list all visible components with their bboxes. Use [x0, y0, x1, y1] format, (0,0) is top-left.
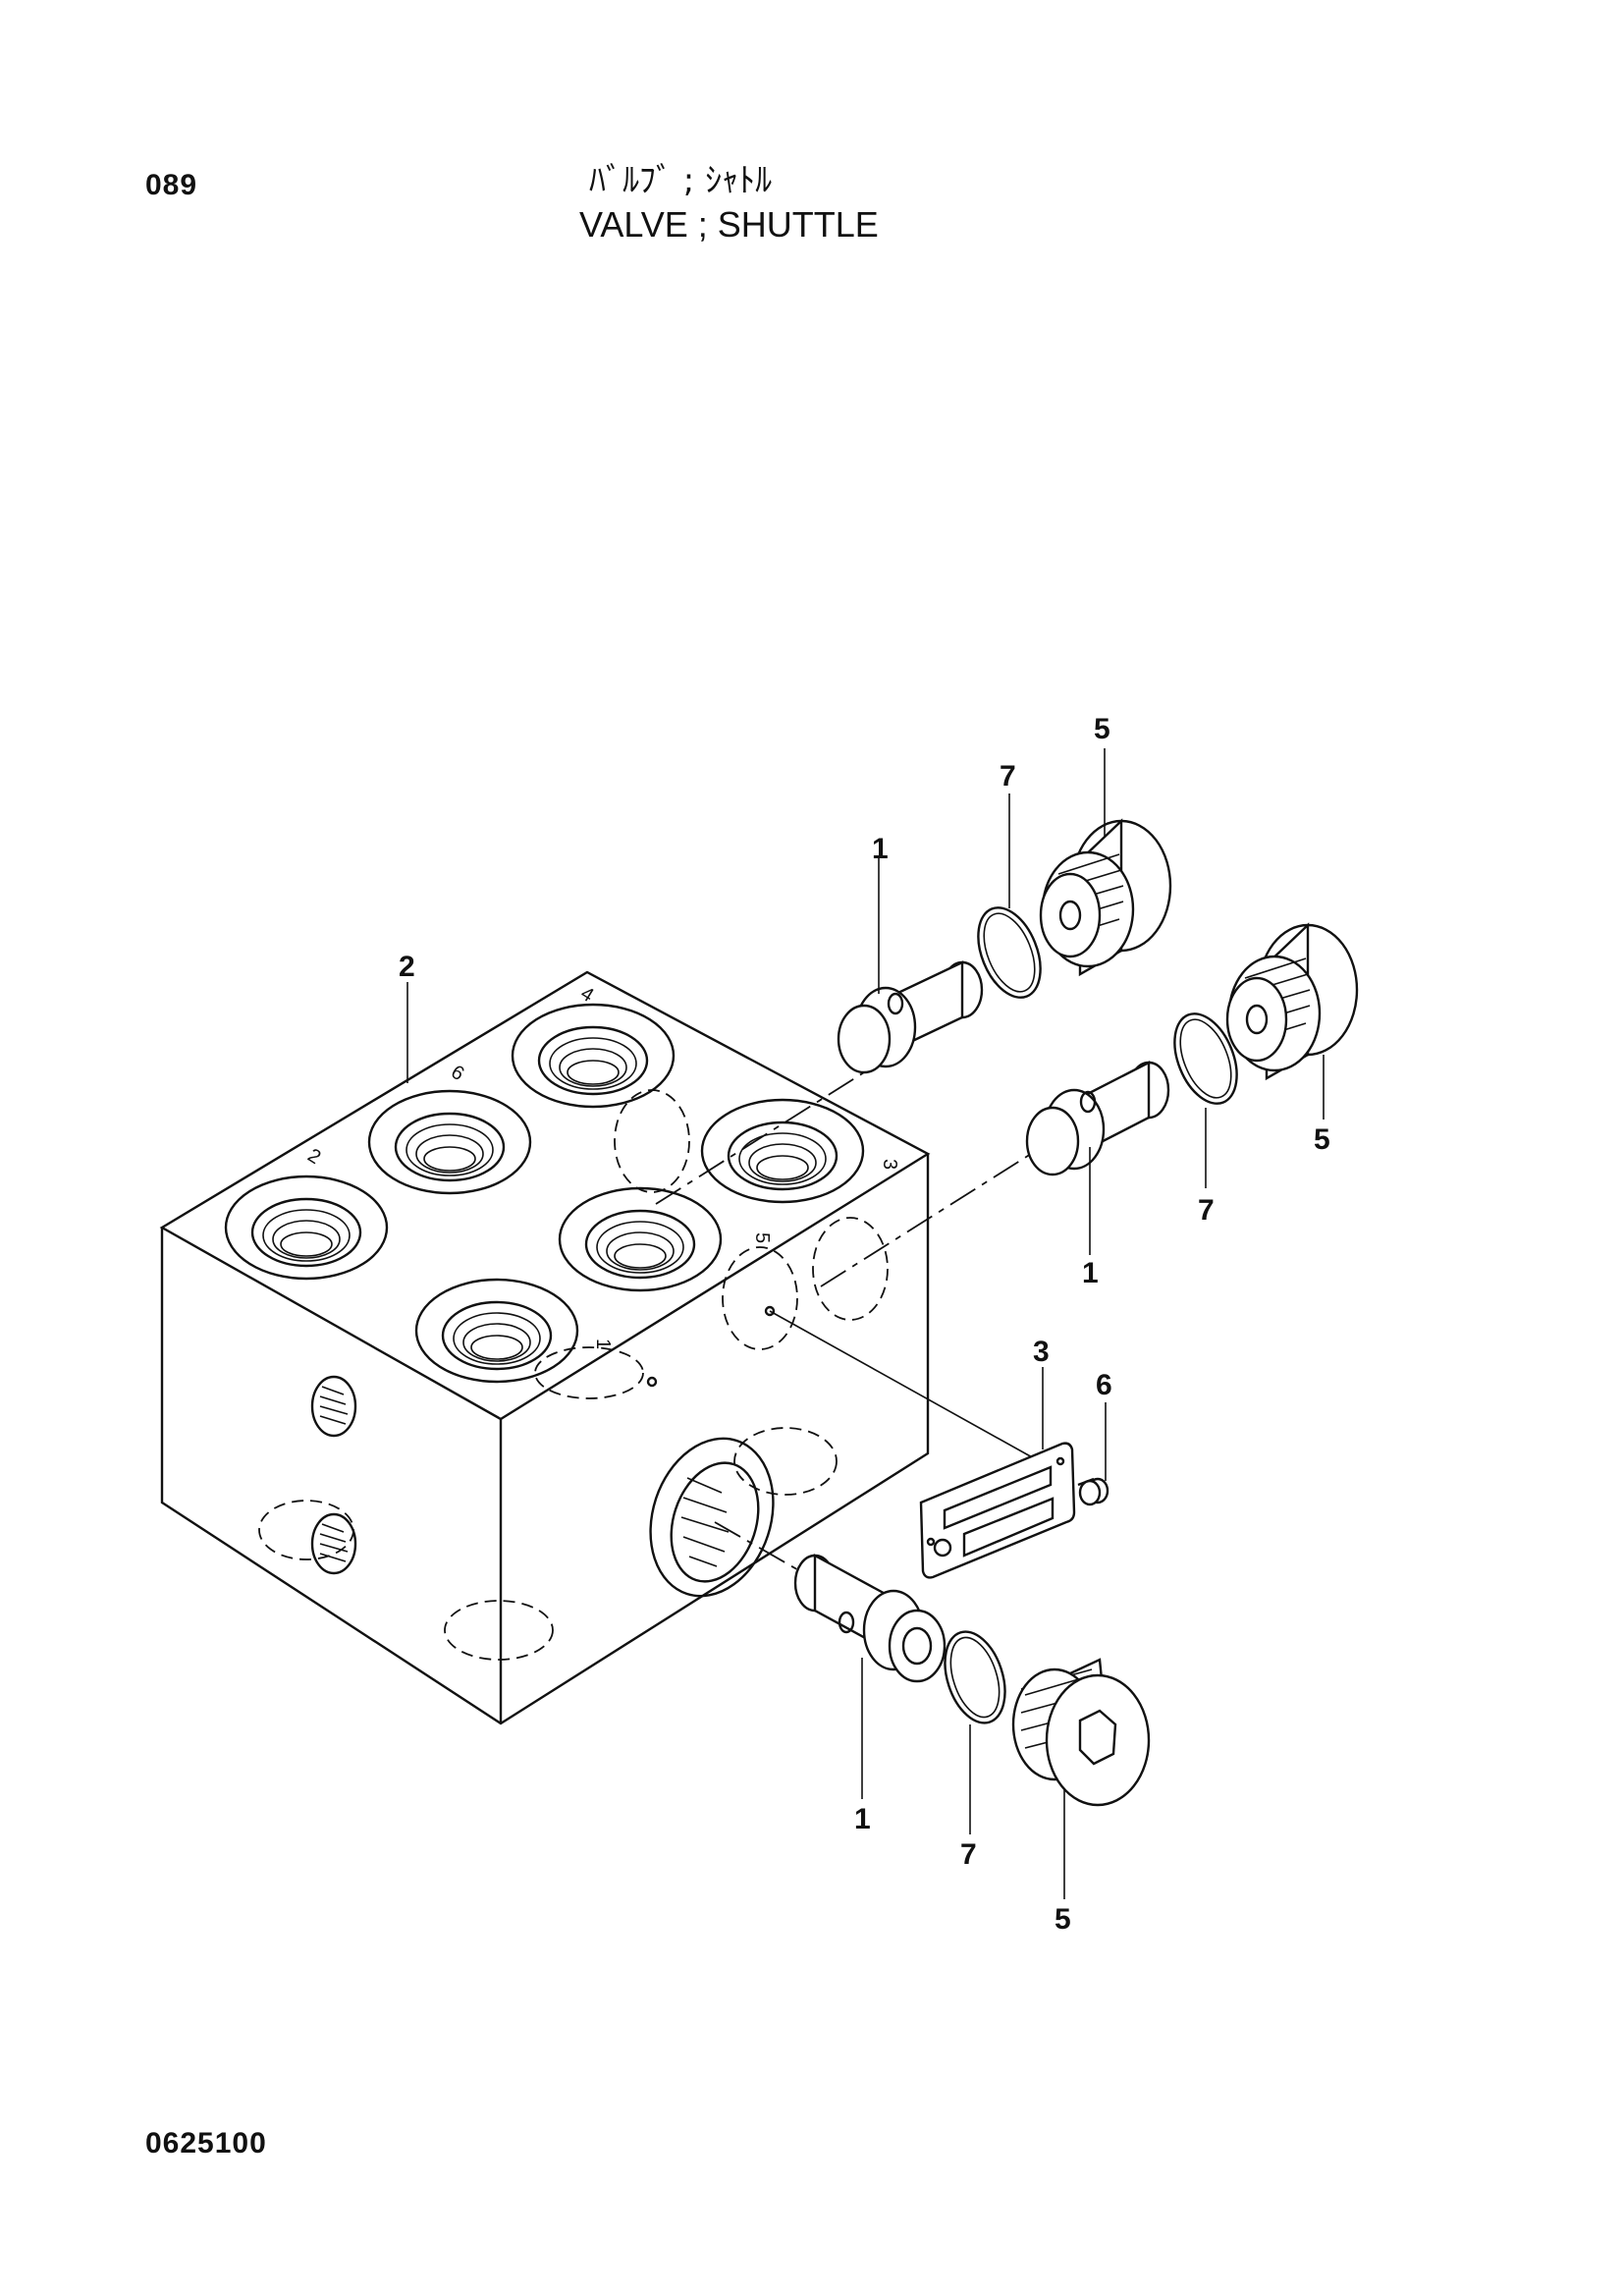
- port-number-5: 5: [751, 1232, 773, 1243]
- port-number-4: 4: [576, 983, 597, 1008]
- upper-plug: [1039, 818, 1172, 977]
- top-port-1: [414, 1278, 579, 1384]
- callout-screw: 6: [1096, 1369, 1112, 1401]
- middle-plug: [1225, 922, 1359, 1081]
- page-number: 089: [145, 169, 198, 201]
- front-face-port-lower: [310, 1512, 357, 1575]
- lower-plug: [1011, 1658, 1151, 1807]
- side-port: [649, 1437, 775, 1598]
- callout-lower-plug: 5: [1055, 1903, 1071, 1936]
- top-port-2: [224, 1175, 389, 1281]
- valve-body: 4 6 2 3 5 1: [159, 970, 931, 1725]
- top-port-3: [700, 1098, 865, 1204]
- top-port-4: [511, 1003, 676, 1109]
- callout-valve-body: 2: [399, 951, 415, 983]
- drawing-code: 0625100: [145, 2127, 267, 2159]
- callout-middle-plug: 5: [1314, 1123, 1330, 1156]
- callout-lower-o-ring: 7: [960, 1838, 977, 1871]
- name-plate: [919, 1442, 1076, 1579]
- top-port-6: [367, 1089, 532, 1195]
- middle-shuttle-valve: [1025, 1061, 1170, 1176]
- callout-lower-shuttle: 1: [854, 1803, 871, 1835]
- callout-name-plate: 3: [1033, 1336, 1050, 1368]
- title-english: VALVE ; SHUTTLE: [579, 204, 879, 245]
- plate-screw: [1077, 1477, 1109, 1506]
- callout-upper-o-ring: 7: [1000, 760, 1016, 793]
- callout-upper-shuttle: 1: [872, 833, 889, 865]
- upper-shuttle-valve: [837, 960, 984, 1074]
- port-number-3: 3: [879, 1159, 900, 1170]
- upper-o-ring: [977, 906, 1042, 999]
- title-japanese: ﾊﾞﾙﾌﾞ ; ｼｬﾄﾙ: [589, 161, 773, 200]
- callout-middle-o-ring: 7: [1198, 1194, 1215, 1227]
- middle-o-ring: [1173, 1012, 1238, 1105]
- lower-shuttle-valve: [793, 1553, 947, 1683]
- lower-o-ring: [944, 1630, 1006, 1724]
- port-number-1: 1: [592, 1339, 614, 1349]
- top-port-5: [558, 1186, 723, 1292]
- callout-middle-shuttle: 1: [1082, 1257, 1099, 1289]
- port-number-6: 6: [447, 1062, 467, 1086]
- callout-upper-plug: 5: [1094, 713, 1110, 745]
- port-number-2: 2: [303, 1145, 324, 1170]
- front-face-port-upper: [310, 1375, 357, 1438]
